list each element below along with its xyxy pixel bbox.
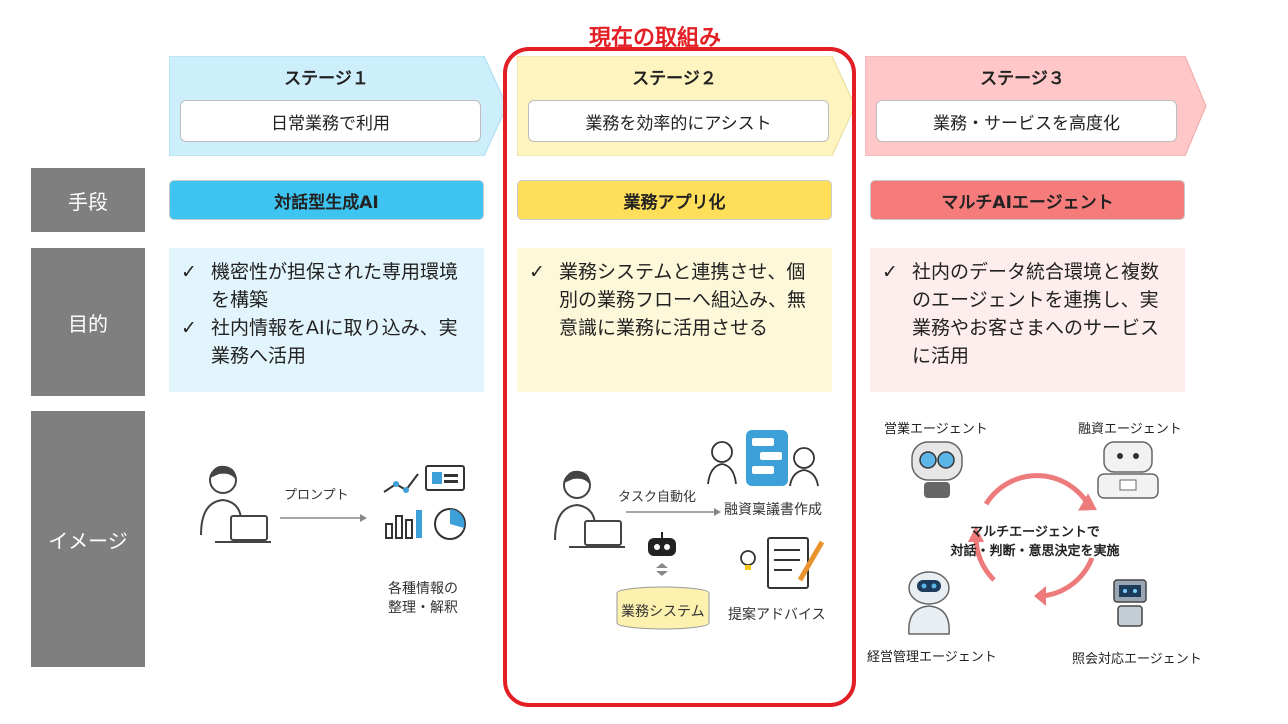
- check-icon: ✓: [882, 261, 898, 283]
- stage-2-purpose: ✓ 業務システムと連携させ、個別の業務フローへ組込み、無意識に業務に活用させる: [517, 248, 832, 392]
- row-label-purpose: 目的: [31, 248, 145, 396]
- agent-inquiry-label: 照会対応エージェント: [1072, 652, 1202, 667]
- stage-1-method: 対話型生成AI: [169, 180, 484, 220]
- stage-3-title: ステージ３: [980, 69, 1065, 89]
- purpose-text: 社内情報をAIに取り込み、実業務へ活用: [211, 317, 458, 367]
- result-label-line1: 各種情報の: [388, 581, 458, 597]
- management-agent-robot-icon: [908, 571, 950, 635]
- check-icon: ✓: [181, 317, 197, 339]
- prompt-label: プロンプト: [284, 488, 349, 503]
- inquiry-agent-robot-icon: [1113, 579, 1147, 627]
- stage-1-subtitle: 日常業務で利用: [180, 100, 481, 142]
- purpose-item: ✓ 業務システムと連携させ、個別の業務フローへ組込み、無意識に業務に活用させる: [529, 258, 820, 342]
- purpose-item: ✓ 機密性が担保された専用環境を構築: [181, 258, 472, 314]
- stage-2-header: ステージ２ 業務を効率的にアシスト: [517, 56, 857, 156]
- current-initiative-frame: [503, 47, 856, 707]
- check-icon: ✓: [529, 261, 545, 283]
- stage-3-purpose: ✓ 社内のデータ統合環境と複数のエージェントを連携し、実業務やお客さまへのサービ…: [870, 248, 1185, 392]
- idea-document-icon: [740, 537, 825, 589]
- stage-1-purpose: ✓ 機密性が担保された専用環境を構築 ✓ 社内情報をAIに取り込み、実業務へ活用: [169, 248, 484, 392]
- purpose-text: 機密性が担保された専用環境を構築: [211, 261, 459, 311]
- analytics-charts-icon: [383, 465, 466, 540]
- database-icon: [616, 586, 710, 630]
- agent-sales-label: 営業エージェント: [884, 422, 988, 437]
- row-label-image: イメージ: [31, 411, 145, 667]
- stage-2-method: 業務アプリ化: [517, 180, 832, 220]
- task-automation-label: タスク自動化: [618, 490, 697, 505]
- sales-agent-robot-icon: [911, 441, 963, 498]
- proposal-advice-label: 提案アドバイス: [728, 607, 826, 623]
- multi-agent-caption-line1: マルチエージェントで: [970, 525, 1100, 540]
- check-icon: ✓: [181, 261, 197, 283]
- business-system-label: 業務システム: [621, 604, 705, 620]
- purpose-text: 社内のデータ統合環境と複数のエージェントを連携し、実業務やお客さまへのサービスに…: [912, 261, 1160, 367]
- agent-management-label: 経営管理エージェント: [867, 650, 997, 665]
- arrow-right-icon: [626, 508, 721, 516]
- stage-1-header: ステージ１ 日常業務で利用: [169, 56, 509, 156]
- result-label-line2: 整理・解釈: [388, 600, 458, 616]
- purpose-item: ✓ 社内のデータ統合環境と複数のエージェントを連携し、実業務やお客さまへのサービ…: [882, 258, 1173, 370]
- stage-1-title: ステージ１: [284, 69, 369, 89]
- stage-2-title: ステージ２: [632, 69, 717, 89]
- purpose-text: 業務システムと連携させ、個別の業務フローへ組込み、無意識に業務に活用させる: [559, 261, 807, 339]
- stage-3-header: ステージ３ 業務・サービスを高度化: [865, 56, 1210, 156]
- multi-agent-caption-line2: 対話・判断・意思決定を実施: [950, 544, 1120, 559]
- purpose-item: ✓ 社内情報をAIに取り込み、実業務へ活用: [181, 314, 472, 370]
- robot-icon: [648, 532, 676, 576]
- arrow-right-icon: [280, 514, 367, 522]
- chat-phone-people-icon: [707, 430, 819, 487]
- stage-3-subtitle: 業務・サービスを高度化: [876, 100, 1177, 142]
- cycle-arrows-icon: [968, 473, 1097, 606]
- person-laptop-icon: [200, 465, 271, 543]
- document-creation-label: 融資稟議書作成: [724, 502, 822, 518]
- loan-agent-robot-icon: [1097, 441, 1159, 499]
- person-laptop-icon: [554, 470, 625, 548]
- row-label-method: 手段: [31, 168, 145, 232]
- stage-3-method: マルチAIエージェント: [870, 180, 1185, 220]
- current-initiative-label: 現在の取組み: [589, 26, 722, 51]
- agent-loan-label: 融資エージェント: [1078, 422, 1182, 437]
- stage-2-subtitle: 業務を効率的にアシスト: [528, 100, 829, 142]
